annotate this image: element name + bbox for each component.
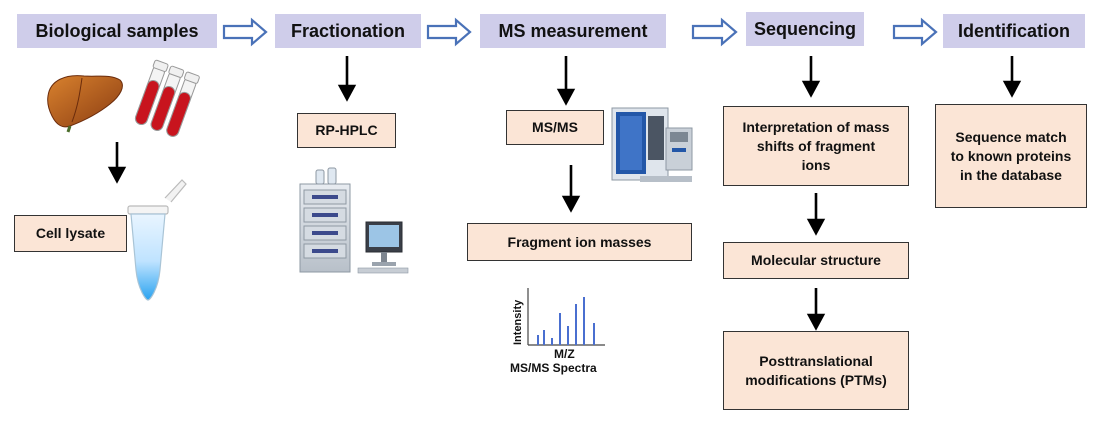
spectrum-peaks bbox=[537, 297, 595, 345]
interpretation-box: Interpretation of mass shifts of fragmen… bbox=[723, 106, 909, 186]
hplc-instrument-icon bbox=[299, 167, 409, 274]
flow-arrow-1 bbox=[222, 17, 268, 47]
flow-arrow-2 bbox=[426, 17, 472, 47]
down-arrow-interpretation bbox=[806, 193, 826, 236]
blood-tubes-icon bbox=[134, 59, 200, 137]
spectrum-x-label: M/Z bbox=[554, 347, 575, 361]
down-arrow-samples bbox=[107, 142, 127, 184]
msms-spectrum-plot: Intensity M/Z MS/MS Spectra bbox=[510, 288, 605, 375]
spectrum-y-label: Intensity bbox=[512, 299, 524, 345]
down-arrow-ms bbox=[556, 56, 576, 106]
molecular-structure-box: Molecular structure bbox=[723, 242, 909, 279]
flow-arrow-3 bbox=[691, 17, 738, 47]
spectrum-caption: MS/MS Spectra bbox=[510, 361, 597, 375]
stage-fractionation: Fractionation bbox=[275, 14, 421, 48]
cell-lysate-box: Cell lysate bbox=[14, 215, 127, 252]
down-arrow-fractionation bbox=[337, 56, 357, 102]
down-arrow-identification bbox=[1002, 56, 1022, 98]
stage-sequencing: Sequencing bbox=[746, 12, 864, 46]
ptms-box: Posttranslational modifications (PTMs) bbox=[723, 331, 909, 410]
ms-ms-box: MS/MS bbox=[506, 110, 604, 145]
fragment-ion-masses-box: Fragment ion masses bbox=[467, 223, 692, 261]
down-arrow-molecular bbox=[806, 288, 826, 331]
stage-identification: Identification bbox=[943, 14, 1085, 48]
liver-icon bbox=[47, 75, 123, 133]
mass-spectrometer-icon bbox=[611, 107, 693, 182]
down-arrow-sequencing bbox=[801, 56, 821, 98]
stage-ms-measurement: MS measurement bbox=[480, 14, 666, 48]
flow-arrow-4 bbox=[892, 17, 938, 47]
stage-biological-samples: Biological samples bbox=[17, 14, 217, 48]
sequence-match-box: Sequence match to known proteins in the … bbox=[935, 104, 1087, 208]
down-arrow-msms bbox=[561, 165, 581, 213]
rp-hplc-box: RP-HPLC bbox=[297, 113, 396, 148]
microtube-icon bbox=[127, 179, 187, 301]
